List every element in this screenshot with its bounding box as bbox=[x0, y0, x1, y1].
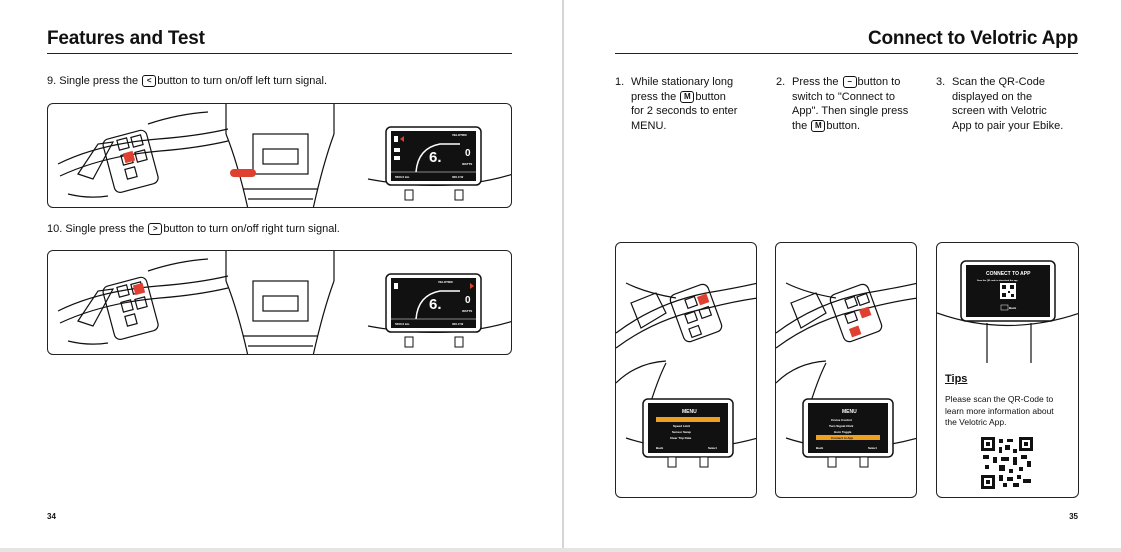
step-line: Press the −button to bbox=[792, 76, 901, 89]
left-arrow-key-icon: < bbox=[142, 75, 157, 88]
page-bottom-shade bbox=[0, 548, 1121, 552]
handlebar-controller-icon bbox=[57, 111, 229, 198]
title-rule bbox=[615, 53, 1078, 54]
step-prefix: Single press the bbox=[59, 75, 139, 87]
tips-title: Tips bbox=[945, 373, 968, 385]
display-power: 000.0 W bbox=[452, 322, 463, 326]
step-line: App to pair your Ebike. bbox=[952, 119, 1064, 132]
step-line: for 2 seconds to enter bbox=[631, 105, 738, 117]
menu-display-icon bbox=[642, 398, 734, 468]
left-page: Features and Test 9. Single press the <b… bbox=[47, 28, 512, 521]
display-power: 000.0 W bbox=[452, 175, 463, 179]
handlebar-controller-icon bbox=[57, 258, 229, 345]
display-odo: 5000.0 km bbox=[395, 175, 410, 179]
step-line: screen with Velotric bbox=[952, 105, 1047, 117]
step-suffix: button to turn on/off left turn signal. bbox=[157, 75, 327, 87]
menu-item: Connect to App bbox=[831, 436, 853, 440]
menu-item: Horn Toggle bbox=[834, 430, 852, 434]
step-number: 3. bbox=[936, 76, 946, 88]
step-line: switch to "Connect to bbox=[792, 90, 895, 103]
display-unit-icon bbox=[367, 273, 511, 348]
menu-enter-illustration: MENU Speed Limit Sensor Swap Clear Trip … bbox=[616, 282, 756, 468]
page-number: 35 bbox=[1069, 512, 1078, 521]
tips-body: Please scan the QR-Code to learn more in… bbox=[945, 394, 1054, 429]
connect-subtitle: Scan the QR code to download the app bbox=[977, 279, 1018, 282]
menu-select: Select bbox=[708, 446, 717, 450]
minus-key-icon: − bbox=[842, 76, 857, 89]
step-line: App". Then single press bbox=[792, 105, 909, 117]
page-title: Features and Test bbox=[47, 28, 205, 49]
step-number: 9. bbox=[47, 75, 57, 87]
right-button-highlight bbox=[132, 282, 146, 296]
display-status: VELOTRIC bbox=[452, 133, 468, 137]
step-line: Scan the QR-Code bbox=[952, 76, 1045, 88]
connect-app-illustration: CONNECT TO APP Scan the QR code to downl… bbox=[937, 260, 1078, 489]
display-right-caption: WATTS bbox=[462, 162, 472, 166]
menu-title: MENU bbox=[682, 409, 697, 415]
qr-code-icon bbox=[981, 437, 1033, 489]
bike-front-icon bbox=[225, 251, 335, 354]
display-right-value: 0 bbox=[465, 295, 471, 306]
left-turn-light bbox=[230, 169, 256, 177]
step-prefix: Single press the bbox=[65, 223, 145, 235]
step-10-text: 10. Single press the >button to turn on/… bbox=[47, 223, 340, 236]
menu-item: Cruise Control bbox=[831, 418, 852, 422]
menu-select: Select bbox=[868, 446, 877, 450]
right-signal-illustration: 6. 0 WATTS VELOTRIC 5000.0 km 000.0 W bbox=[57, 251, 511, 354]
book-spine bbox=[562, 0, 564, 552]
connect-title: CONNECT TO APP bbox=[986, 271, 1031, 277]
step-line: While stationary long bbox=[631, 76, 734, 88]
left-button-highlight bbox=[122, 150, 136, 164]
menu-title: MENU bbox=[842, 409, 857, 415]
minus-button-highlight bbox=[848, 325, 862, 338]
display-speed: 6. bbox=[429, 149, 442, 166]
menu-item: Clear Trip Data bbox=[670, 436, 692, 440]
step-9-illustration-panel: 6. 0 WATTS VELOTRIC 5000.0 km 000.0 W bbox=[47, 103, 512, 208]
display-right-value: 0 bbox=[465, 148, 471, 159]
m-button-highlight bbox=[858, 306, 872, 319]
menu-display-icon bbox=[802, 398, 894, 468]
display-status: VELOTRIC bbox=[438, 280, 454, 284]
step-number: 10. bbox=[47, 223, 63, 235]
bike-front-icon bbox=[225, 104, 335, 207]
menu-back: Back bbox=[656, 446, 664, 450]
tips-line: the Velotric App. bbox=[945, 417, 1007, 427]
right-page: Connect to Velotric App 1. While station… bbox=[565, 0, 1121, 552]
tips-line: learn more information about bbox=[945, 405, 1054, 416]
step-line: MENU. bbox=[631, 119, 667, 132]
step-9-text: 9. Single press the <button to turn on/o… bbox=[47, 75, 327, 88]
menu-item: Speed Limit bbox=[673, 424, 690, 428]
menu-select-illustration: MENU Cruise Control Turn Signal Click Ho… bbox=[776, 282, 916, 468]
tips-line: Please scan the QR-Code to bbox=[945, 394, 1054, 404]
step-number: 2. bbox=[776, 76, 786, 88]
right-arrow-key-icon: > bbox=[148, 223, 163, 236]
menu-item: Turn Signal Click bbox=[829, 424, 854, 428]
connect-display-icon bbox=[937, 260, 1078, 363]
display-speed: 6. bbox=[429, 296, 442, 313]
m-key-icon: M bbox=[680, 90, 695, 103]
step-10-illustration-panel: 6. 0 WATTS VELOTRIC 5000.0 km 000.0 W bbox=[47, 250, 512, 355]
connect-back: Back bbox=[1009, 306, 1017, 310]
step-suffix: button to turn on/off right turn signal. bbox=[163, 223, 340, 235]
step-1-illustration-panel: MENU Speed Limit Sensor Swap Clear Trip … bbox=[615, 242, 757, 498]
display-odo: 5000.0 km bbox=[395, 322, 410, 326]
left-signal-illustration: 6. 0 WATTS VELOTRIC 5000.0 km 000.0 W bbox=[57, 104, 511, 207]
title-rule bbox=[47, 53, 512, 54]
page-title: Connect to Velotric App bbox=[867, 28, 1078, 49]
display-unit-icon bbox=[367, 126, 511, 201]
menu-back: Back bbox=[816, 446, 824, 450]
step-3-illustration-panel: CONNECT TO APP Scan the QR code to downl… bbox=[936, 242, 1079, 498]
m-key-icon: M bbox=[811, 119, 826, 132]
display-right-caption: WATTS bbox=[462, 309, 472, 313]
m-button-highlight bbox=[696, 293, 710, 306]
step-2-illustration-panel: MENU Cruise Control Turn Signal Click Ho… bbox=[775, 242, 917, 498]
step-number: 1. bbox=[615, 76, 625, 88]
page-number: 34 bbox=[47, 512, 56, 521]
menu-item: Sensor Swap bbox=[672, 430, 691, 434]
step-line: displayed on the bbox=[952, 90, 1033, 103]
